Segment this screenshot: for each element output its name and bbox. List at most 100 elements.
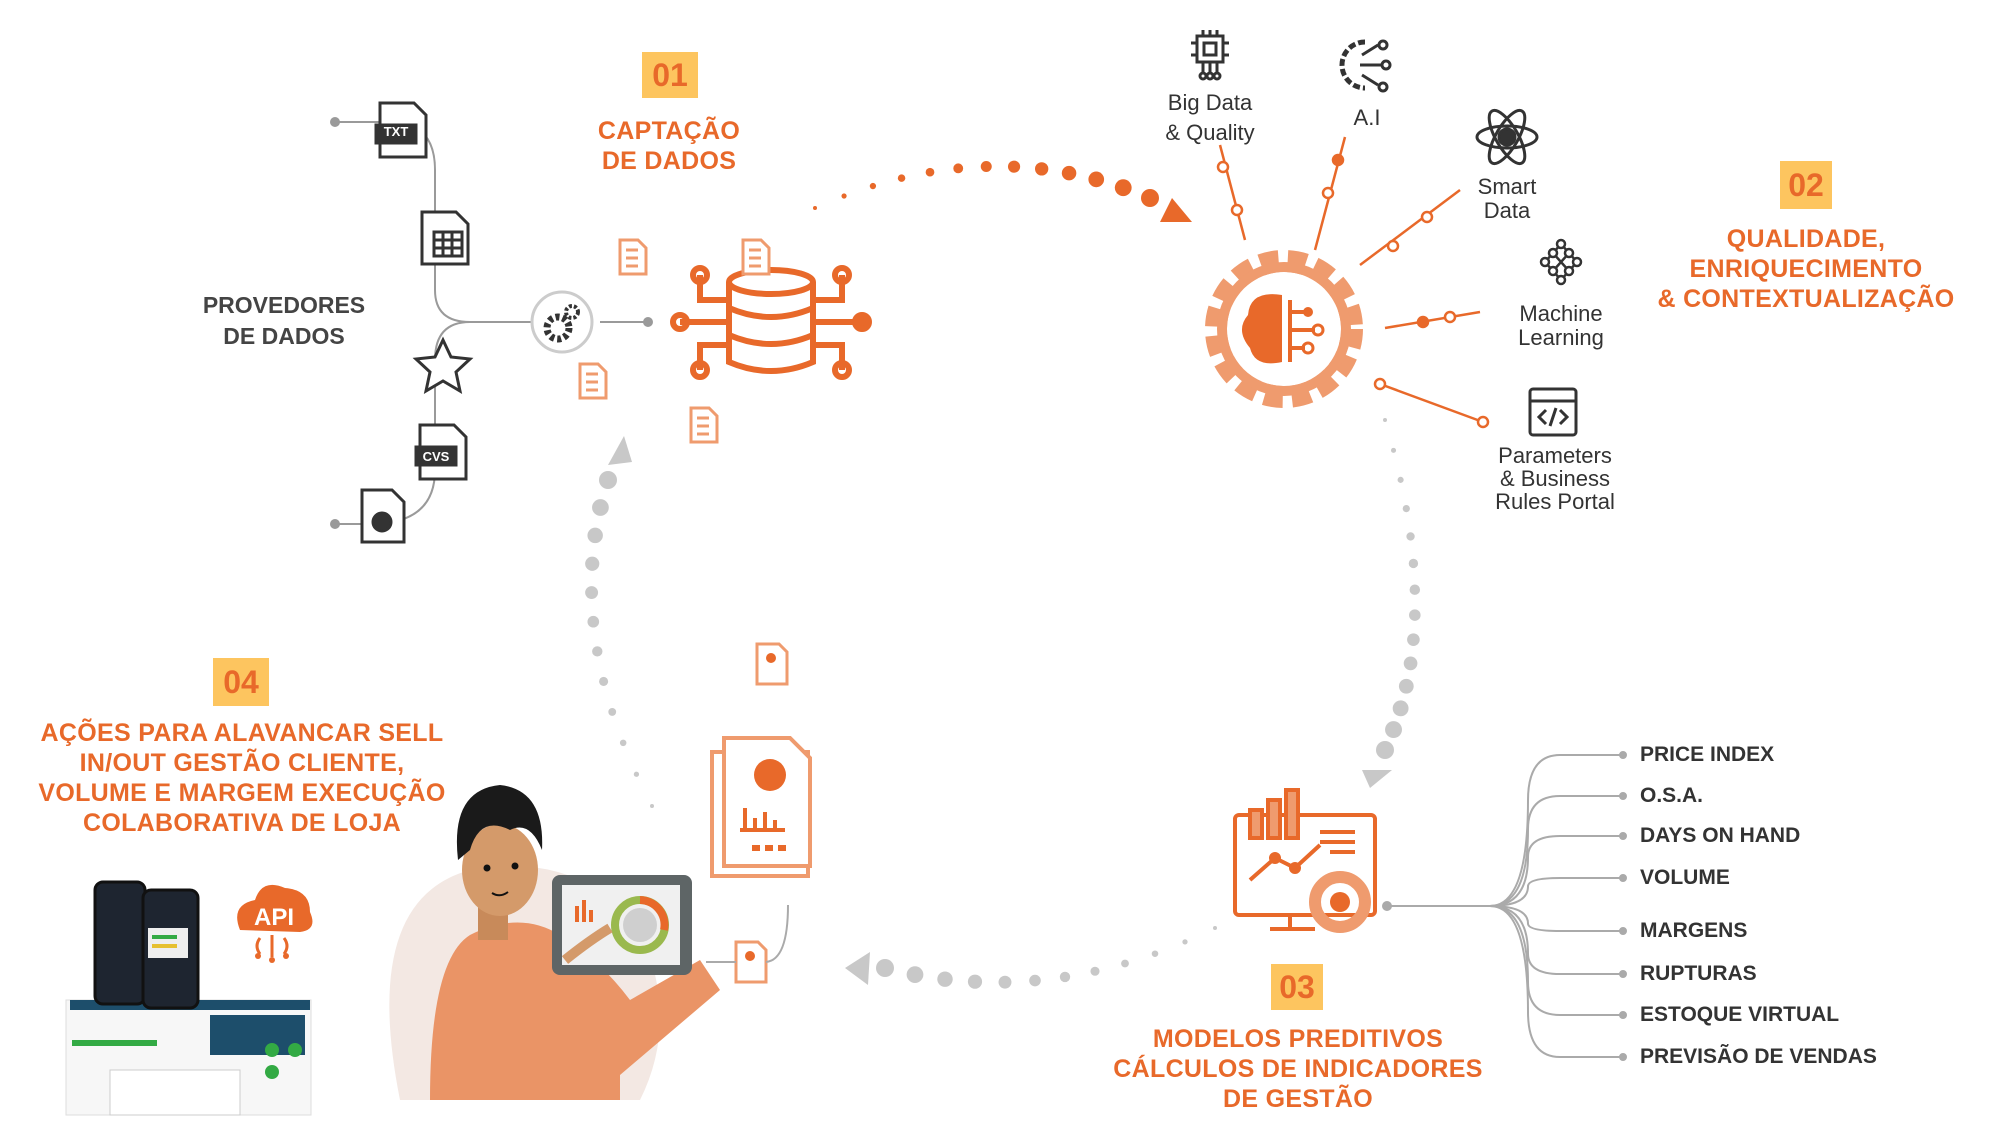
step-04-badge: 04 — [213, 658, 269, 706]
api-label: API — [254, 904, 294, 931]
report-icon — [710, 736, 812, 878]
arc-dot-step4 — [599, 676, 609, 686]
cycle-dotted-arrows — [585, 160, 1421, 989]
arc-dot-step1 — [869, 182, 877, 190]
metric-item: O.S.A. — [1640, 784, 1704, 807]
arc-dot-step3 — [967, 974, 983, 989]
label-line: & Quality — [1165, 120, 1255, 145]
cvs-file-label: CVS — [423, 449, 450, 464]
arc-dot-step1 — [1088, 171, 1105, 188]
arc-dot-step3 — [998, 975, 1012, 989]
arc-dot-step1 — [897, 174, 906, 182]
arc-dot-step2 — [1406, 532, 1415, 541]
metric-branch — [1387, 905, 1622, 975]
ai-gear-icon — [1339, 39, 1392, 93]
arc-dot-step3 — [1121, 959, 1129, 968]
capability-big-data: Big Data & Quality — [1165, 88, 1254, 148]
arc-dot-step2 — [1392, 700, 1409, 717]
arc-dot-step1 — [1007, 160, 1021, 173]
arc-dot-step2 — [1402, 504, 1410, 513]
arrowhead-step1-to-step2 — [1160, 198, 1192, 222]
arc-dot-step4 — [633, 771, 640, 777]
metric-branch — [1387, 905, 1622, 1016]
arrowhead-step4-to-step1 — [608, 436, 632, 465]
metric-item: PRICE INDEX — [1640, 743, 1775, 766]
arc-dot-step3 — [1213, 926, 1217, 930]
cvs-file-icon — [414, 423, 468, 481]
title-line: ENRIQUECIMENTO — [1689, 255, 1923, 283]
label-line: Rules Portal — [1495, 489, 1615, 514]
mobile-app-screens — [65, 880, 312, 1116]
arc-dot-step1 — [953, 163, 964, 174]
arrowhead-step2-to-step3 — [1362, 770, 1392, 788]
metric-branch-dot — [1619, 874, 1627, 882]
metric-item: DAYS ON HAND — [1640, 824, 1801, 847]
code-window-icon — [1528, 387, 1578, 437]
metric-branch — [1387, 905, 1622, 1058]
gear-icon — [530, 290, 594, 354]
arc-dot-step3 — [1182, 939, 1188, 945]
metric-branch-dot — [1619, 970, 1627, 978]
metric-item: VOLUME — [1640, 866, 1730, 889]
metric-item: PREVISÃO DE VENDAS — [1640, 1045, 1877, 1068]
metric-item: RUPTURAS — [1640, 962, 1757, 985]
providers-label: PROVEDORES DE DADOS — [203, 290, 365, 352]
provider-tree-lines — [330, 117, 653, 529]
step-03-title: MODELOS PREDITIVOS CÁLCULOS DE INDICADOR… — [1113, 1024, 1482, 1114]
database-icon — [670, 265, 872, 380]
title-line: QUALIDADE, — [1726, 225, 1886, 253]
api-cloud-icon — [237, 884, 313, 963]
title-line: CÁLCULOS DE INDICADORES — [1113, 1055, 1483, 1083]
arc-dot-step1 — [1035, 162, 1049, 176]
arc-dot-step1 — [841, 193, 847, 199]
title-line: IN/OUT GESTÃO CLIENTE, — [79, 749, 405, 777]
arc-dot-step1 — [1061, 165, 1077, 181]
arc-dot-step4 — [592, 499, 609, 516]
capability-machine-learning: Machine Learning — [1518, 302, 1604, 350]
step-02-title: QUALIDADE, ENRIQUECIMENTO & CONTEXTUALIZ… — [1657, 224, 1954, 314]
arc-dot-step2 — [1385, 721, 1402, 739]
capability-parameters-portal: Parameters & Business Rules Portal — [1495, 444, 1615, 513]
arrowhead-step3-to-step4 — [845, 952, 870, 985]
arc-dot-step2 — [1383, 418, 1387, 422]
arc-dot-step2 — [1397, 476, 1404, 483]
metric-branch-dot — [1619, 1011, 1627, 1019]
title-line: & CONTEXTUALIZAÇÃO — [1657, 285, 1955, 313]
metric-branch-dot — [1619, 832, 1627, 840]
arc-dot-step2 — [1376, 741, 1394, 759]
metric-branch-dot — [1619, 792, 1627, 800]
title-line: CAPTAÇÃO — [597, 117, 741, 145]
arc-dot-step2 — [1398, 678, 1414, 694]
metric-item: ESTOQUE VIRTUAL — [1640, 1003, 1840, 1026]
arc-dot-step3 — [1151, 950, 1159, 957]
analytics-dashboard-icon — [1233, 788, 1377, 933]
title-line: DE DADOS — [601, 147, 737, 175]
metric-branch — [1387, 835, 1622, 907]
arc-dot-step2 — [1407, 633, 1420, 646]
arc-dot-step1 — [980, 161, 992, 172]
label-line: PROVEDORES — [202, 292, 366, 318]
arc-dot-step4 — [585, 586, 599, 599]
arc-dot-step3 — [1059, 971, 1071, 983]
metric-branch — [1387, 754, 1622, 907]
arc-dot-step2 — [1409, 584, 1421, 595]
step-02-badge: 02 — [1780, 161, 1832, 209]
metric-branch-dot — [1619, 751, 1627, 759]
document-icons — [578, 238, 771, 444]
ai-brain-gear-icon — [1205, 250, 1363, 408]
arc-dot-step4 — [585, 556, 600, 571]
arc-dot-step1 — [925, 167, 935, 177]
label-line: DE DADOS — [223, 323, 345, 349]
metric-branch — [1387, 877, 1622, 907]
metrics-tree-lines — [1382, 751, 1627, 1061]
step-03-badge: 03 — [1271, 964, 1323, 1010]
label-line: Big Data — [1167, 90, 1253, 115]
arc-dot-step1 — [1141, 189, 1159, 207]
arc-dot-step3 — [906, 966, 924, 983]
capability-ai: A.I — [1354, 106, 1381, 130]
arc-dot-step4 — [608, 708, 617, 716]
arc-dot-step3 — [1029, 974, 1041, 987]
label-line: Learning — [1518, 325, 1604, 350]
arc-dot-step4 — [587, 527, 603, 544]
